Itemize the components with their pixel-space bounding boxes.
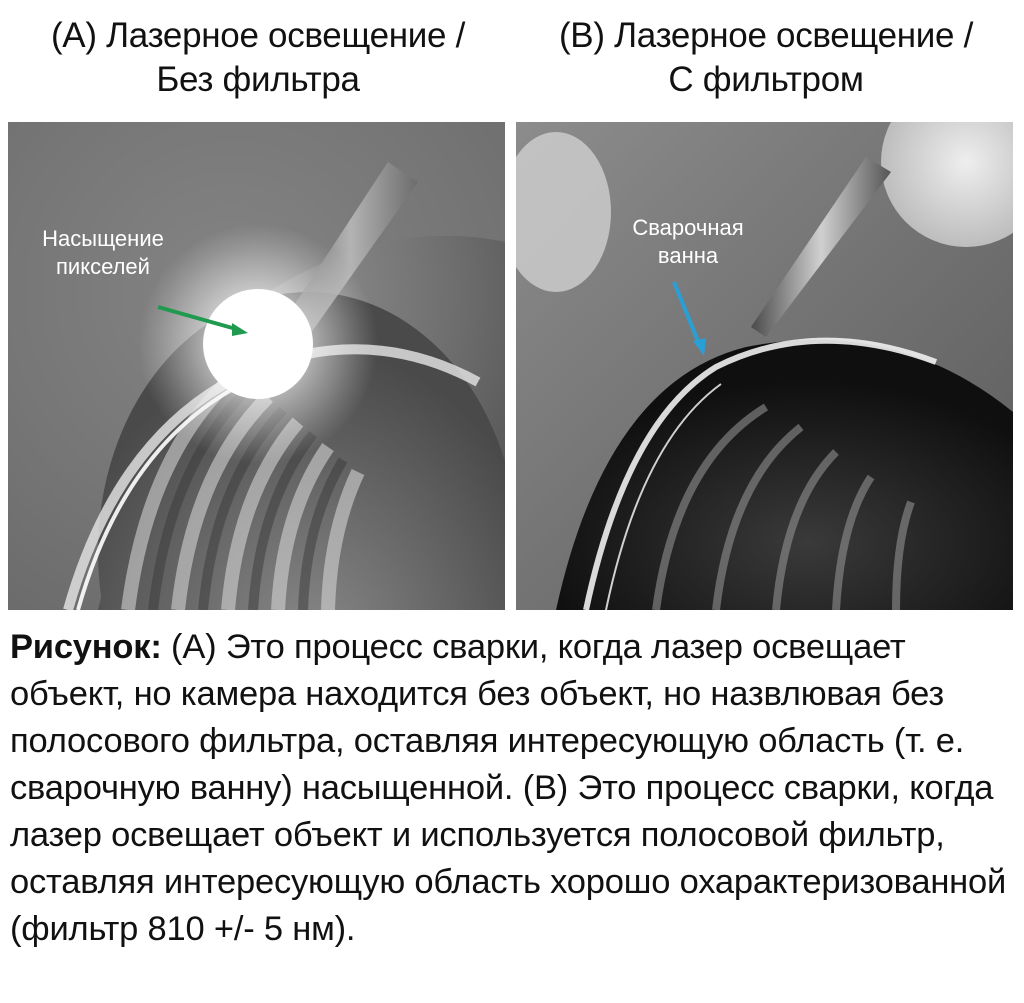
panel-a-title-line1: (A) Лазерное освещение /: [50, 16, 466, 55]
caption-text: (A) Это процесс сварки, когда лазер осве…: [10, 628, 1007, 948]
caption-lead: Рисунок:: [10, 628, 162, 666]
panel-a-title: (A) Лазерное освещение / Без фильтра: [8, 14, 508, 102]
saturation-label-line1: Насыщение: [42, 226, 164, 251]
weld-pool-label-line2: ванна: [658, 243, 719, 268]
photo-panel-b: Сварочная ванна: [516, 122, 1013, 610]
welding-photo-a: Насыщение пикселей: [8, 122, 505, 610]
saturation-label-line2: пикселей: [56, 254, 150, 279]
welding-photo-b: Сварочная ванна: [516, 122, 1013, 610]
weld-pool-label-line1: Сварочная: [632, 215, 743, 240]
panel-b-title: (B) Лазерное освещение / С фильтром: [516, 14, 1016, 102]
panel-b-title-line2: С фильтром: [668, 60, 864, 99]
photo-panel-a: Насыщение пикселей: [8, 122, 505, 610]
figure-caption: Рисунок: (A) Это процесс сварки, когда л…: [10, 624, 1010, 953]
panel-b-title-line1: (B) Лазерное освещение /: [558, 16, 974, 55]
panel-a-title-line2: Без фильтра: [156, 60, 360, 99]
